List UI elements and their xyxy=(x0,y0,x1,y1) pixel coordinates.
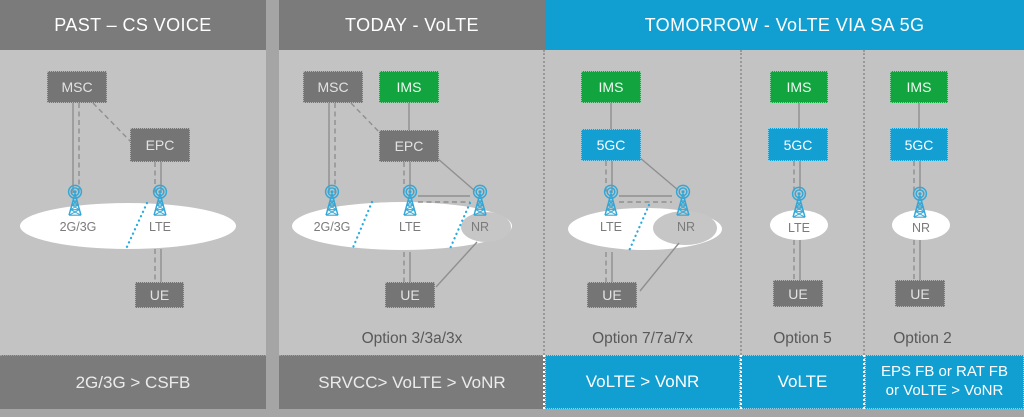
panel-past-body xyxy=(0,50,266,355)
bar-opt2-line1: EPS FB or RAT FB xyxy=(881,363,1008,381)
option-label-today: Option 3/3a/3x xyxy=(361,330,463,347)
node-5gc-opt5: 5GC xyxy=(768,128,828,161)
node-ims-opt5: IMS xyxy=(770,71,828,103)
radio-label-nr-opt2: NR xyxy=(911,221,931,235)
option-label-opt5: Option 5 xyxy=(773,330,832,347)
column-divider xyxy=(543,50,545,355)
radio-label-lte-today: LTE xyxy=(399,220,421,234)
node-msc-past: MSC xyxy=(47,71,107,103)
bar-past: 2G/3G > CSFB xyxy=(0,355,266,409)
radio-label-lte-opt7: LTE xyxy=(600,220,622,234)
node-epc-today: EPC xyxy=(379,130,439,162)
node-5gc-opt2: 5GC xyxy=(890,128,948,161)
node-msc-today: MSC xyxy=(303,71,363,103)
node-ue-past: UE xyxy=(135,282,184,308)
radio-label-2g3g-today: 2G/3G xyxy=(313,220,351,234)
node-epc-past: EPC xyxy=(130,128,190,162)
panel-past-header: PAST – CS VOICE xyxy=(0,0,266,50)
column-divider xyxy=(863,355,865,409)
bar-opt2: EPS FB or RAT FB or VoLTE > VoNR xyxy=(865,355,1024,409)
radio-label-lte-past: LTE xyxy=(149,220,171,234)
option-label-opt7: Option 7/7a/7x xyxy=(592,330,693,347)
bar-opt2-line2: or VoLTE > VoNR xyxy=(885,382,1004,399)
column-divider xyxy=(863,50,865,355)
column-divider xyxy=(740,355,742,409)
radio-label-lte-opt5: LTE xyxy=(788,221,810,235)
node-ims-today: IMS xyxy=(379,71,439,103)
node-ims-opt2: IMS xyxy=(890,71,948,103)
radio-label-nr-opt7: NR xyxy=(676,220,696,234)
bar-today: SRVCC> VoLTE > VoNR xyxy=(279,355,545,409)
bar-opt7: VoLTE > VoNR xyxy=(545,355,740,409)
column-divider xyxy=(740,50,742,355)
node-ue-opt5: UE xyxy=(773,280,823,307)
node-ue-today: UE xyxy=(385,282,435,308)
radio-label-nr-today: NR xyxy=(470,220,490,234)
column-divider xyxy=(543,355,545,409)
panel-today-header: TODAY - VoLTE xyxy=(279,0,545,50)
node-5gc-opt7: 5GC xyxy=(581,129,641,161)
node-ue-opt2: UE xyxy=(895,280,945,307)
panel-tomorrow-header: TOMORROW - VoLTE VIA SA 5G xyxy=(545,0,1024,50)
option-label-opt2: Option 2 xyxy=(893,330,952,347)
node-ims-opt7: IMS xyxy=(581,71,641,103)
bar-opt5: VoLTE xyxy=(740,355,865,409)
node-ue-opt7: UE xyxy=(587,282,637,308)
radio-label-2g3g-past: 2G/3G xyxy=(59,220,97,234)
